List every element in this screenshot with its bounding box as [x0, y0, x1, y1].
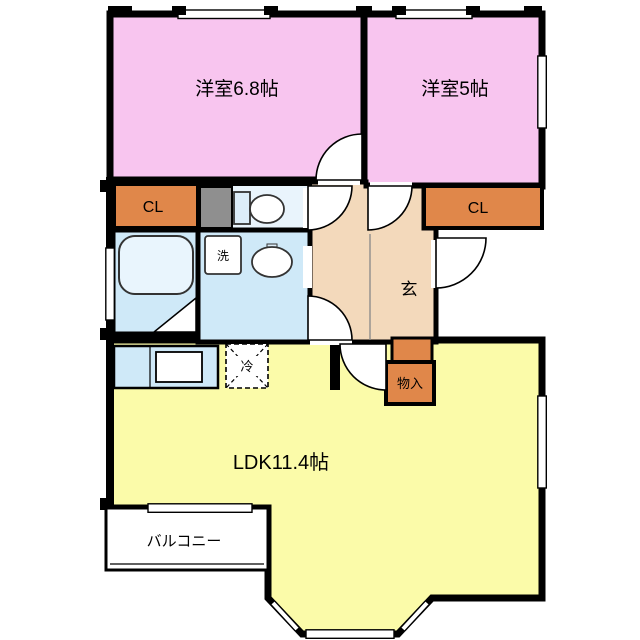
pillar-mark: [108, 6, 132, 15]
window-bathroom-left: [105, 247, 116, 321]
shoe-cabinet: [390, 336, 434, 366]
pillar-mark: [100, 180, 107, 192]
bay-line-right-2: [400, 600, 426, 628]
bay-line-left-1: [274, 600, 300, 628]
window-bay-right-diagonal: [400, 600, 430, 632]
bay-line-left-2: [270, 604, 296, 632]
toilet-tank: [233, 191, 251, 225]
window-bedroom2-right: [537, 55, 547, 129]
closet-right: [422, 184, 544, 230]
storage-label: 物入: [397, 376, 423, 391]
pillar-mark: [356, 6, 372, 15]
pillar-mark: [524, 6, 542, 15]
door-arc-entry: [435, 237, 487, 289]
pillar-marks: [100, 6, 542, 510]
window-bay-bottom: [305, 629, 395, 639]
room-bedroom1: [106, 10, 368, 184]
wall-left: [106, 177, 114, 511]
window-bay-left-diagonal: [270, 600, 300, 632]
room-bedroom2: [360, 10, 546, 190]
bathroom-folding-door: [151, 296, 197, 333]
wall-stub: [330, 338, 340, 390]
toilet-bowl: [249, 194, 285, 224]
closet-left: [112, 182, 200, 230]
window-ldk-balcony: [147, 503, 253, 513]
closet-left-label: CL: [143, 199, 164, 216]
refrigerator-label: 冷: [240, 359, 253, 374]
ldk-label: LDK11.4帖: [233, 451, 329, 474]
door-arc-ldk-storage: [339, 343, 387, 391]
door-arc-hall-ldk: [307, 295, 353, 341]
vanity-sink: [251, 246, 293, 278]
entrance-label: 玄: [401, 280, 418, 299]
kitchen-sink: [155, 351, 203, 383]
pillar-mark: [172, 6, 186, 15]
door-arc-bedroom1: [315, 133, 363, 181]
bathtub: [118, 235, 194, 295]
bedroom1-label: 洋室6.8帖: [195, 78, 278, 100]
balcony: [104, 506, 270, 572]
window-bedroom1-top: [177, 9, 271, 20]
pillar-mark: [100, 328, 107, 340]
pillar-mark: [100, 498, 107, 510]
storage-monoire: [384, 360, 436, 406]
pillar-mark: [392, 6, 406, 15]
opening-washroom: [303, 246, 312, 288]
bay-line-right-1: [404, 604, 430, 632]
refrigerator-label-bg: [236, 356, 258, 376]
washing-machine: [204, 235, 242, 275]
opening-bedroom1: [318, 177, 360, 185]
balcony-label: バルコニー: [147, 533, 222, 550]
bay-glass-left: [271, 601, 299, 631]
bedroom2-label: 洋室5帖: [421, 78, 489, 100]
pillar-mark: [264, 6, 278, 15]
pillar-mark: [466, 6, 480, 15]
door-arc-toilet: [307, 185, 353, 231]
washer-label: 洗: [217, 249, 229, 263]
window-ldk-right: [537, 395, 547, 489]
opening-hall-ldk: [310, 337, 352, 345]
bay-glass-right: [401, 601, 429, 631]
door-arc-bedroom2: [367, 185, 413, 231]
refrigerator-space: [225, 343, 269, 389]
window-bedroom2-top: [395, 9, 473, 20]
pipe-space: [199, 186, 233, 229]
closet-right-label: CL: [468, 200, 489, 217]
